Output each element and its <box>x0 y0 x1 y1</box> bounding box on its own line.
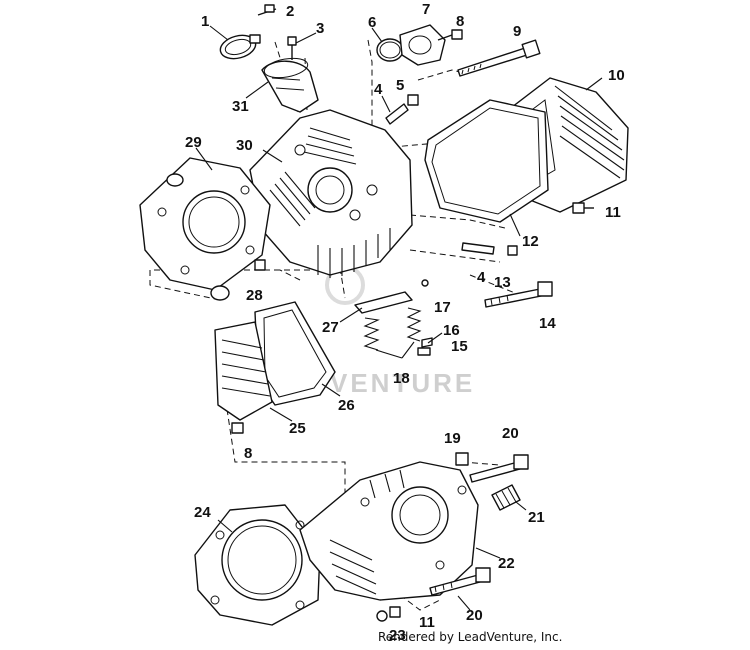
callout-7: 7 <box>422 1 430 18</box>
callout-25: 25 <box>289 420 306 437</box>
clamp-screw <box>257 4 277 16</box>
front-head-gasket <box>139 157 271 291</box>
callout-18: 18 <box>393 370 410 387</box>
callout-31: 31 <box>232 98 249 115</box>
callout-8-lower: 8 <box>244 445 252 462</box>
intake-boot <box>261 57 319 113</box>
mount-screw <box>287 36 297 60</box>
flange-bolt <box>437 29 463 41</box>
callout-1: 1 <box>201 13 209 30</box>
valve-keeper <box>417 347 431 356</box>
head-bolt-small <box>254 259 266 271</box>
callout-20-lower: 20 <box>466 607 483 624</box>
callout-labels: 1 2 3 31 6 7 8 9 10 4 5 29 30 11 12 4 13… <box>185 1 625 644</box>
dowel-lower <box>210 285 230 301</box>
callout-3: 3 <box>316 20 324 37</box>
watermark-text: VENTURE <box>330 368 475 398</box>
front-cylinder-head <box>249 109 413 278</box>
callout-6: 6 <box>368 14 376 31</box>
callout-14: 14 <box>539 315 556 332</box>
long-bolt-lower <box>484 281 553 308</box>
cover-bolt-bottom <box>389 606 401 618</box>
leader-lines <box>195 25 603 611</box>
callout-4-lower: 4 <box>477 269 486 286</box>
valve-spring-left <box>363 317 380 351</box>
callout-30: 30 <box>236 137 253 154</box>
nut-upper <box>407 94 419 106</box>
watermark: VENTURE <box>325 265 475 398</box>
stud-upper <box>385 103 409 125</box>
callout-10: 10 <box>608 67 625 84</box>
callout-27: 27 <box>322 319 339 336</box>
callout-22: 22 <box>498 555 515 572</box>
long-bolt-upper <box>457 39 541 77</box>
sealing-washer <box>376 610 388 622</box>
callout-20-upper: 20 <box>502 425 519 442</box>
valve-cover-gasket <box>424 99 549 223</box>
callout-29: 29 <box>185 134 202 151</box>
cover-bolt-right <box>572 202 594 214</box>
intake-flange <box>399 24 446 66</box>
callout-11-right: 11 <box>605 204 621 221</box>
dowel-upper <box>166 173 184 187</box>
callout-5: 5 <box>396 77 404 94</box>
callout-15: 15 <box>451 338 468 355</box>
callout-4-top: 4 <box>374 81 383 98</box>
small-gasket <box>354 291 413 314</box>
callout-21: 21 <box>528 509 545 526</box>
o-ring <box>376 38 404 62</box>
callout-23: 23 <box>389 627 406 644</box>
stud-lower <box>461 242 495 255</box>
callout-28: 28 <box>246 287 263 304</box>
locating-pin <box>421 279 429 287</box>
rear-head-gasket <box>194 504 321 626</box>
render-credit: Rendered by LeadVenture, Inc. <box>378 630 563 644</box>
nut-lower <box>507 245 518 256</box>
callout-9: 9 <box>513 23 521 40</box>
rear-cylinder-head <box>299 461 479 601</box>
threaded-fitting <box>491 484 521 511</box>
head-nut <box>455 452 469 466</box>
front-valve-cover <box>214 321 273 421</box>
head-bolt-lower <box>429 567 491 596</box>
valve-spring-right <box>406 307 422 342</box>
intake-clamp <box>219 34 261 60</box>
head-bolt-upper <box>469 454 529 483</box>
callout-8-top: 8 <box>456 13 464 30</box>
callout-2: 2 <box>286 3 294 20</box>
callout-24: 24 <box>194 504 211 521</box>
callout-19: 19 <box>444 430 461 447</box>
callout-17: 17 <box>434 299 451 316</box>
callout-16: 16 <box>443 322 460 339</box>
callout-12: 12 <box>522 233 539 250</box>
cover-bolt-lower <box>231 422 244 434</box>
callout-26: 26 <box>338 397 355 414</box>
callout-13: 13 <box>494 274 511 291</box>
callout-11-bottom: 11 <box>419 614 435 631</box>
spring-retainer <box>421 337 433 348</box>
